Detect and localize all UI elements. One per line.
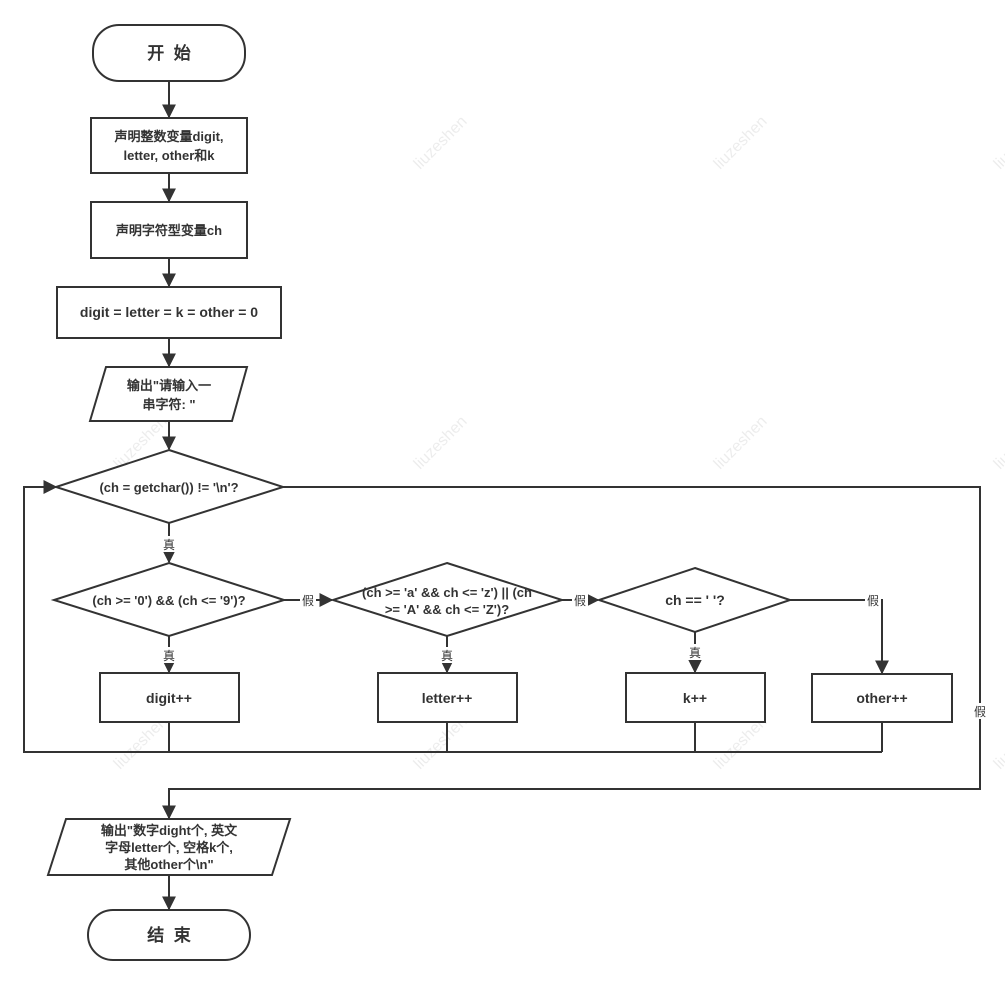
node-init: digit = letter = k = other = 0: [56, 286, 282, 339]
node-other-increment-label: other++: [856, 690, 907, 706]
node-declare-char: 声明字符型变量ch: [90, 201, 248, 259]
node-prompt: 输出"请输入一 串字符: ": [88, 366, 249, 422]
node-is-space: ch == ' '?: [595, 566, 794, 634]
node-output-line1: 输出"数字dight个, 英文: [101, 823, 238, 838]
node-is-digit: (ch >= '0') && (ch <= '9')?: [50, 561, 288, 638]
node-is-letter: (ch >= 'a' && ch <= 'z') || (ch >= 'A' &…: [329, 561, 566, 638]
node-end-label: 结 束: [147, 925, 190, 945]
node-prompt-line2: 串字符: ": [142, 397, 195, 412]
node-start: 开 始: [92, 24, 246, 82]
label-digit-true: 真: [163, 649, 175, 663]
edge-loop-return: [23, 480, 882, 753]
label-letter-true: 真: [441, 649, 453, 663]
watermark: liuzeshen: [991, 713, 1005, 773]
watermark: liuzeshen: [711, 413, 771, 473]
node-digit-increment-label: digit++: [146, 690, 192, 706]
node-output-line3: 其他other个\n": [124, 857, 213, 872]
node-loop-condition: (ch = getchar()) != '\n'?: [52, 448, 287, 525]
node-start-label: 开 始: [147, 43, 190, 63]
node-k-increment: k++: [625, 672, 766, 723]
node-declare-ints-line1: 声明整数变量digit,: [113, 129, 223, 144]
edge-labels: 真 真 假 真 假 真 假 假: [161, 536, 988, 719]
watermark: liuzeshen: [411, 413, 471, 473]
node-k-increment-label: k++: [683, 690, 707, 706]
connectors: [23, 81, 981, 911]
node-is-digit-label: (ch >= '0') && (ch <= '9')?: [92, 593, 245, 608]
node-end: 结 束: [87, 909, 251, 961]
node-is-letter-line1: (ch >= 'a' && ch <= 'z') || (ch: [362, 585, 532, 600]
node-init-label: digit = letter = k = other = 0: [80, 304, 258, 320]
label-loop-false: 假: [974, 705, 986, 719]
label-digit-false: 假: [302, 594, 314, 608]
node-declare-ints: 声明整数变量digit, letter, other和k: [90, 117, 248, 174]
watermark: liuzeshen: [411, 113, 471, 173]
node-other-increment: other++: [811, 673, 953, 723]
node-output: 输出"数字dight个, 英文 字母letter个, 空格k个, 其他other…: [46, 818, 292, 876]
node-digit-increment: digit++: [99, 672, 240, 723]
node-declare-char-label: 声明字符型变量ch: [115, 223, 222, 238]
watermark: liuzeshen: [991, 113, 1005, 173]
label-space-false: 假: [867, 594, 879, 608]
node-letter-increment: letter++: [377, 672, 518, 723]
node-is-letter-line2: >= 'A' && ch <= 'Z')?: [385, 602, 509, 617]
label-space-true: 真: [689, 646, 701, 660]
edge-space-false: [790, 599, 889, 675]
label-letter-false: 假: [574, 594, 586, 608]
node-letter-increment-label: letter++: [422, 690, 473, 706]
node-declare-ints-line2: letter, other和k: [123, 148, 215, 163]
node-loop-condition-label: (ch = getchar()) != '\n'?: [99, 480, 238, 495]
node-is-space-label: ch == ' '?: [665, 592, 725, 608]
label-loop-true: 真: [163, 538, 175, 552]
node-prompt-line1: 输出"请输入一: [127, 378, 211, 393]
edge-loop-false: [162, 486, 981, 820]
watermark: liuzeshen: [711, 113, 771, 173]
watermark: liuzeshen: [991, 413, 1005, 473]
node-output-line2: 字母letter个, 空格k个,: [105, 840, 233, 855]
